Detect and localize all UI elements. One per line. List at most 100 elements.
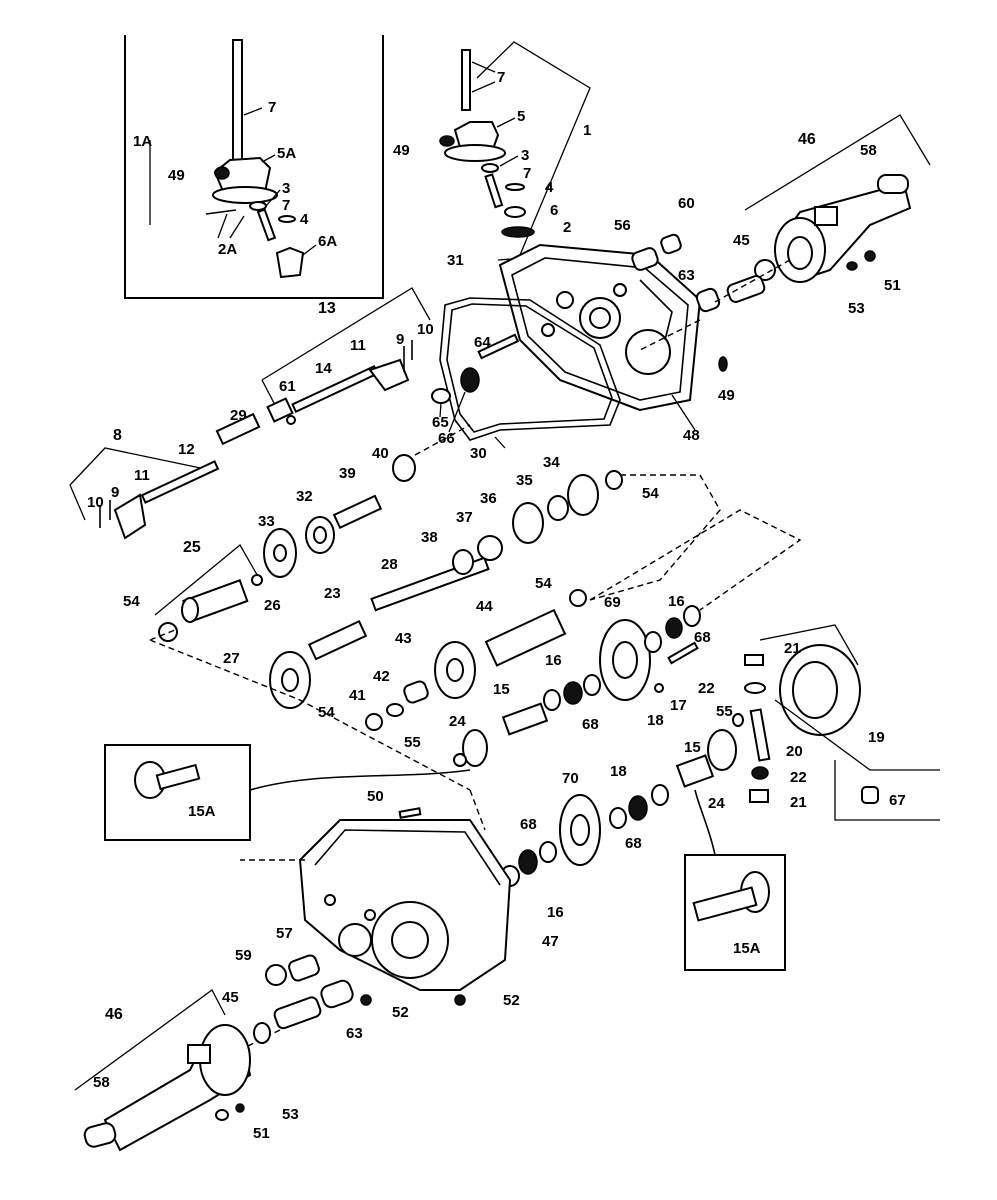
callout-68: 68 (625, 835, 642, 852)
callout-57: 57 (276, 925, 293, 942)
callout-43: 43 (395, 630, 412, 647)
callout-1: 1 (583, 122, 591, 139)
callout-46: 46 (798, 131, 816, 148)
callout-9: 9 (396, 331, 404, 348)
callout-54: 54 (642, 485, 659, 502)
diff-parts-right (500, 754, 715, 887)
callout-58: 58 (860, 142, 877, 159)
callout-68: 68 (694, 629, 711, 646)
callout-20: 20 (786, 743, 803, 760)
inset-1A-box (124, 35, 384, 299)
gears-upper-row (263, 424, 471, 578)
axle-46-top (744, 114, 931, 283)
callout-61: 61 (279, 378, 296, 395)
callout-2A: 2A (218, 241, 237, 258)
callout-55: 55 (716, 703, 733, 720)
callout-64: 64 (474, 334, 491, 351)
callout-17: 17 (670, 697, 687, 714)
callout-28: 28 (381, 556, 398, 573)
callout-41: 41 (349, 687, 366, 704)
callout-24: 24 (708, 795, 725, 812)
callout-44: 44 (476, 598, 493, 615)
inset-15A-left (104, 744, 471, 841)
callout-8: 8 (113, 427, 122, 444)
callout-7: 7 (282, 197, 290, 214)
shaft-25 (154, 544, 263, 642)
callout-51: 51 (884, 277, 901, 294)
callout-45: 45 (733, 232, 750, 249)
parts-64-66 (431, 333, 520, 433)
callout-34: 34 (543, 454, 560, 471)
callout-21: 21 (790, 794, 807, 811)
callout-69: 69 (604, 594, 621, 611)
callout-16: 16 (547, 904, 564, 921)
callout-3: 3 (282, 180, 290, 197)
callout-49: 49 (718, 387, 735, 404)
callout-58: 58 (93, 1074, 110, 1091)
callout-47: 47 (542, 933, 559, 950)
callout-15: 15 (684, 739, 701, 756)
callout-52: 52 (392, 1004, 409, 1021)
callout-10: 10 (417, 321, 434, 338)
callout-6: 6 (550, 202, 558, 219)
callout-11: 11 (134, 467, 150, 484)
callout-18: 18 (647, 712, 664, 729)
callout-65: 65 (432, 414, 449, 431)
callout-54: 54 (318, 704, 335, 721)
callout-22: 22 (698, 680, 715, 697)
callout-7: 7 (523, 165, 531, 182)
callout-56: 56 (614, 217, 631, 234)
callout-31: 31 (447, 252, 464, 269)
callout-51: 51 (253, 1125, 270, 1142)
callout-35: 35 (516, 472, 533, 489)
callout-5: 5 (517, 108, 525, 125)
shift-assembly-1 (439, 41, 591, 261)
callout-22: 22 (790, 769, 807, 786)
callout-66: 66 (438, 430, 455, 447)
differential-69 (599, 605, 701, 701)
callout-19: 19 (868, 729, 885, 746)
callout-63: 63 (346, 1025, 363, 1042)
ring-gear-19 (707, 624, 940, 821)
shift-fork-8 (69, 447, 220, 540)
callout-4: 4 (545, 179, 554, 196)
callout-labels: 1A 7 49 5A 3 7 4 2A 6A 7 5 1 49 3 7 4 6 … (87, 69, 906, 1142)
callout-5A: 5A (277, 145, 296, 162)
gasket-30 (439, 297, 621, 449)
callout-13: 13 (318, 300, 336, 317)
callout-6A: 6A (318, 233, 337, 250)
callout-11: 11 (350, 337, 366, 354)
callout-2: 2 (563, 219, 571, 236)
callout-15A: 15A (188, 803, 216, 820)
callout-54: 54 (535, 575, 552, 592)
gears-lower-row (149, 589, 587, 791)
callout-27: 27 (223, 650, 240, 667)
callout-55: 55 (404, 734, 421, 751)
callout-21: 21 (784, 640, 801, 657)
callout-45: 45 (222, 989, 239, 1006)
callout-42: 42 (373, 668, 390, 685)
callout-32: 32 (296, 488, 313, 505)
callout-9: 9 (111, 484, 119, 501)
callout-16: 16 (668, 593, 685, 610)
callout-12: 12 (178, 441, 195, 458)
callout-33: 33 (258, 513, 275, 530)
callout-46: 46 (105, 1006, 123, 1023)
callout-49: 49 (168, 167, 185, 184)
callout-15: 15 (493, 681, 510, 698)
callout-59: 59 (235, 947, 252, 964)
callout-16: 16 (545, 652, 562, 669)
callout-15A: 15A (733, 940, 761, 957)
callout-23: 23 (324, 585, 341, 602)
callout-38: 38 (421, 529, 438, 546)
callout-54: 54 (123, 593, 140, 610)
callout-7: 7 (497, 69, 505, 86)
callout-3: 3 (521, 147, 529, 164)
callout-52: 52 (503, 992, 520, 1009)
callout-30: 30 (470, 445, 487, 462)
diff-parts-lower (453, 674, 601, 767)
callout-68: 68 (520, 816, 537, 833)
callout-67: 67 (889, 792, 906, 809)
